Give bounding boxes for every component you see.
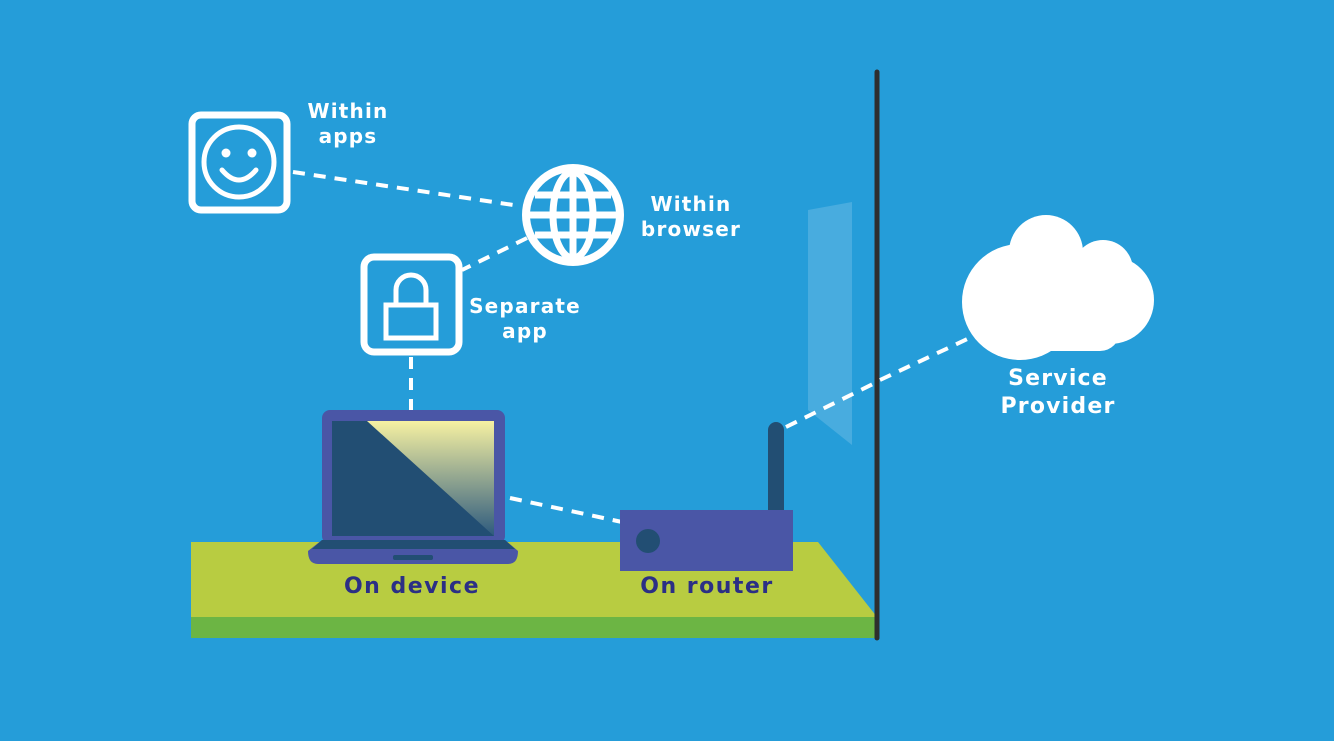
connector-apps-browser [292,170,521,208]
connector-laptop-router [509,496,623,524]
label-service-provider-line2: Provider [1000,394,1116,419]
label-service-provider: Service Provider [988,365,1128,421]
label-within-apps: Within apps [300,99,396,149]
cloud-icon [962,215,1154,360]
laptop-icon [308,410,518,564]
connector-wall-cloud [879,332,979,382]
label-within-apps-line2: apps [318,124,378,148]
label-separate-app-line1: Separate [469,294,581,318]
connector-browser-lock [461,236,528,272]
label-within-apps-line1: Within [307,99,389,123]
label-on-device: On device [343,574,481,599]
label-service-provider-line1: Service [1008,366,1108,391]
ground-front [191,617,877,638]
label-on-router: On router [640,574,774,599]
smiley-face-icon [188,111,291,214]
label-separate-app-line2: app [502,319,548,343]
label-within-browser-line2: browser [640,217,742,241]
label-within-browser: Within browser [636,192,746,242]
firewall-panel [808,202,852,445]
padlock-icon [360,253,463,356]
router-icon [620,422,793,571]
connectors [292,170,979,524]
label-within-browser-line1: Within [650,192,732,216]
connector-router-wall [785,380,878,429]
globe-icon [522,164,624,266]
label-separate-app: Separate app [466,294,584,344]
